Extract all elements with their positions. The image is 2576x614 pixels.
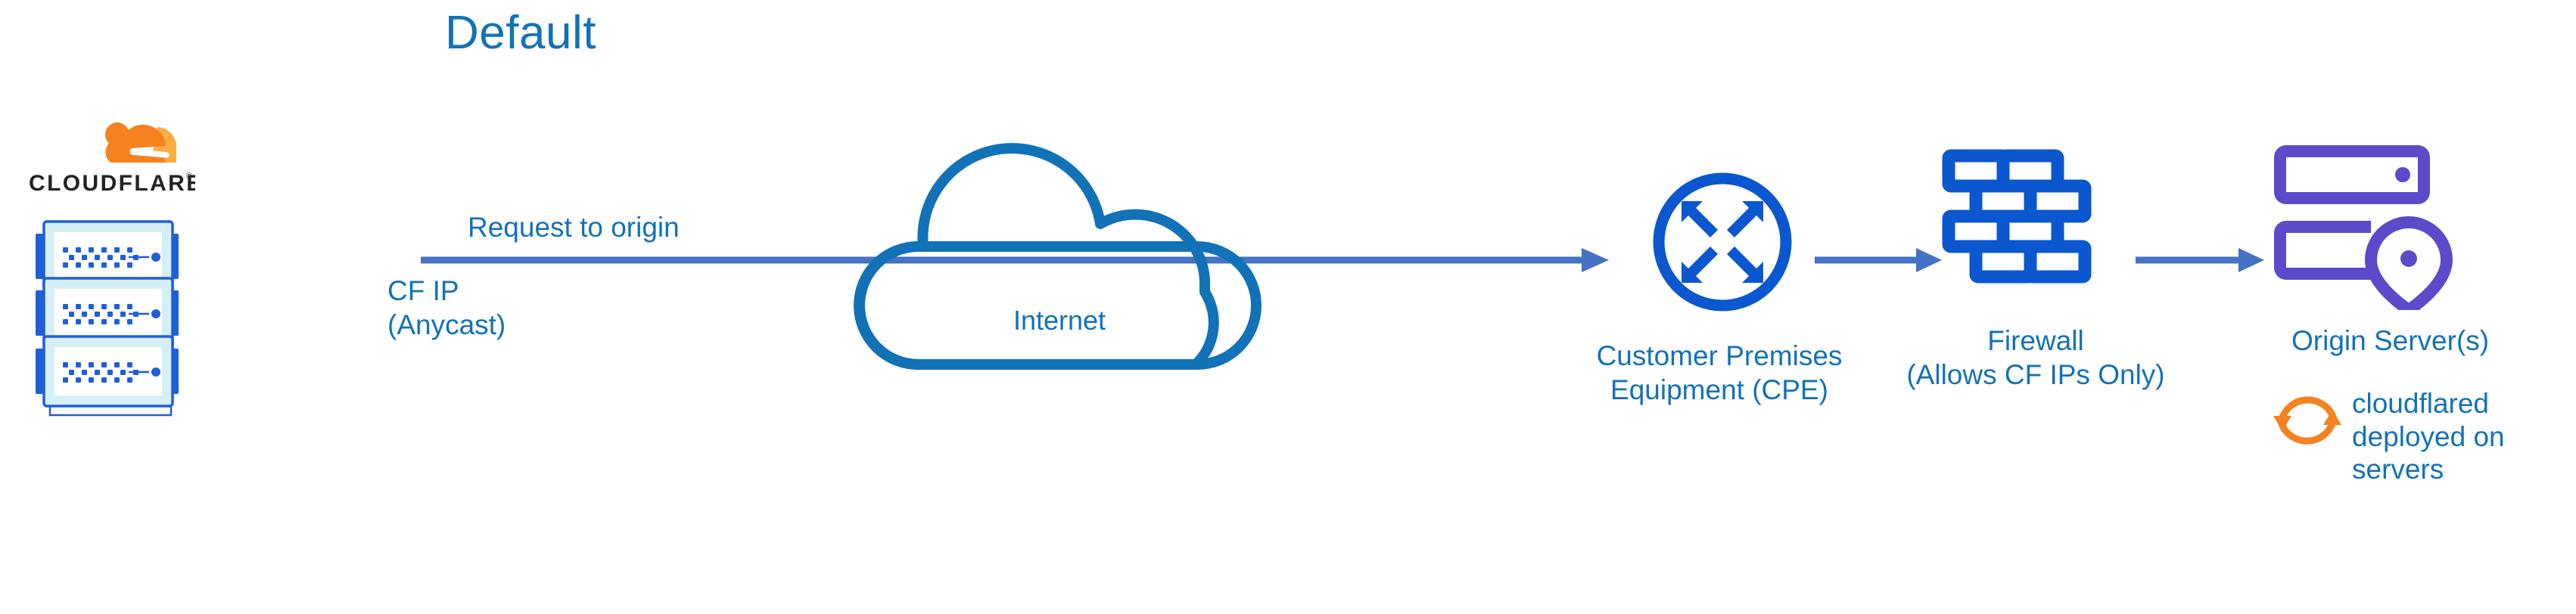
internet-label: Internet xyxy=(1013,305,1106,336)
arrow-cloudflare-to-cpe xyxy=(421,247,1609,274)
edge-server-rack xyxy=(30,216,182,305)
origin-server-label: Origin Server(s) xyxy=(2291,325,2490,356)
cpe-label: Customer Premises Equipment (CPE) xyxy=(1560,339,1878,407)
refresh-sync-icon xyxy=(2270,384,2344,457)
cloudflared-note-line-1: cloudflared xyxy=(2352,388,2490,419)
registered-trademark-icon: ® xyxy=(186,172,192,181)
cf-ip-line-2: (Anycast) xyxy=(387,309,506,341)
request-to-origin-label: Request to origin xyxy=(468,212,680,243)
internet-cloud-icon xyxy=(829,110,1297,372)
arrow-cpe-to-firewall xyxy=(1815,247,1942,274)
cloudflare-logo: CLOUDFLARE ® xyxy=(29,98,195,197)
firewall-label-line-2: (Allows CF IPs Only) xyxy=(1906,359,2165,391)
cf-ip-line-1: CF IP xyxy=(387,275,459,306)
cloudflared-note-line-2: deployed on xyxy=(2352,420,2505,452)
page-title: Default xyxy=(445,7,596,59)
firewall-label-line-1: Firewall xyxy=(1987,325,2084,356)
firewall-label: Firewall (Allows CF IPs Only) xyxy=(1877,324,2195,392)
edge-server-rack xyxy=(30,330,182,420)
brick-wall-icon xyxy=(1942,148,2093,296)
cloudflared-note-line-3: servers xyxy=(2352,454,2444,485)
cpe-label-line-1: Customer Premises xyxy=(1596,340,1843,371)
cf-ip-anycast-label: CF IP (Anycast) xyxy=(387,274,506,342)
arrow-firewall-to-origin xyxy=(2136,247,2264,274)
cloudflare-wordmark: CLOUDFLARE xyxy=(29,171,195,196)
cloudflared-note: cloudflared deployed on servers xyxy=(2352,387,2505,486)
cpe-label-line-2: Equipment (CPE) xyxy=(1610,374,1828,406)
server-stack-with-location-pin-icon xyxy=(2273,144,2492,310)
router-four-arrows-icon xyxy=(1648,168,1797,316)
